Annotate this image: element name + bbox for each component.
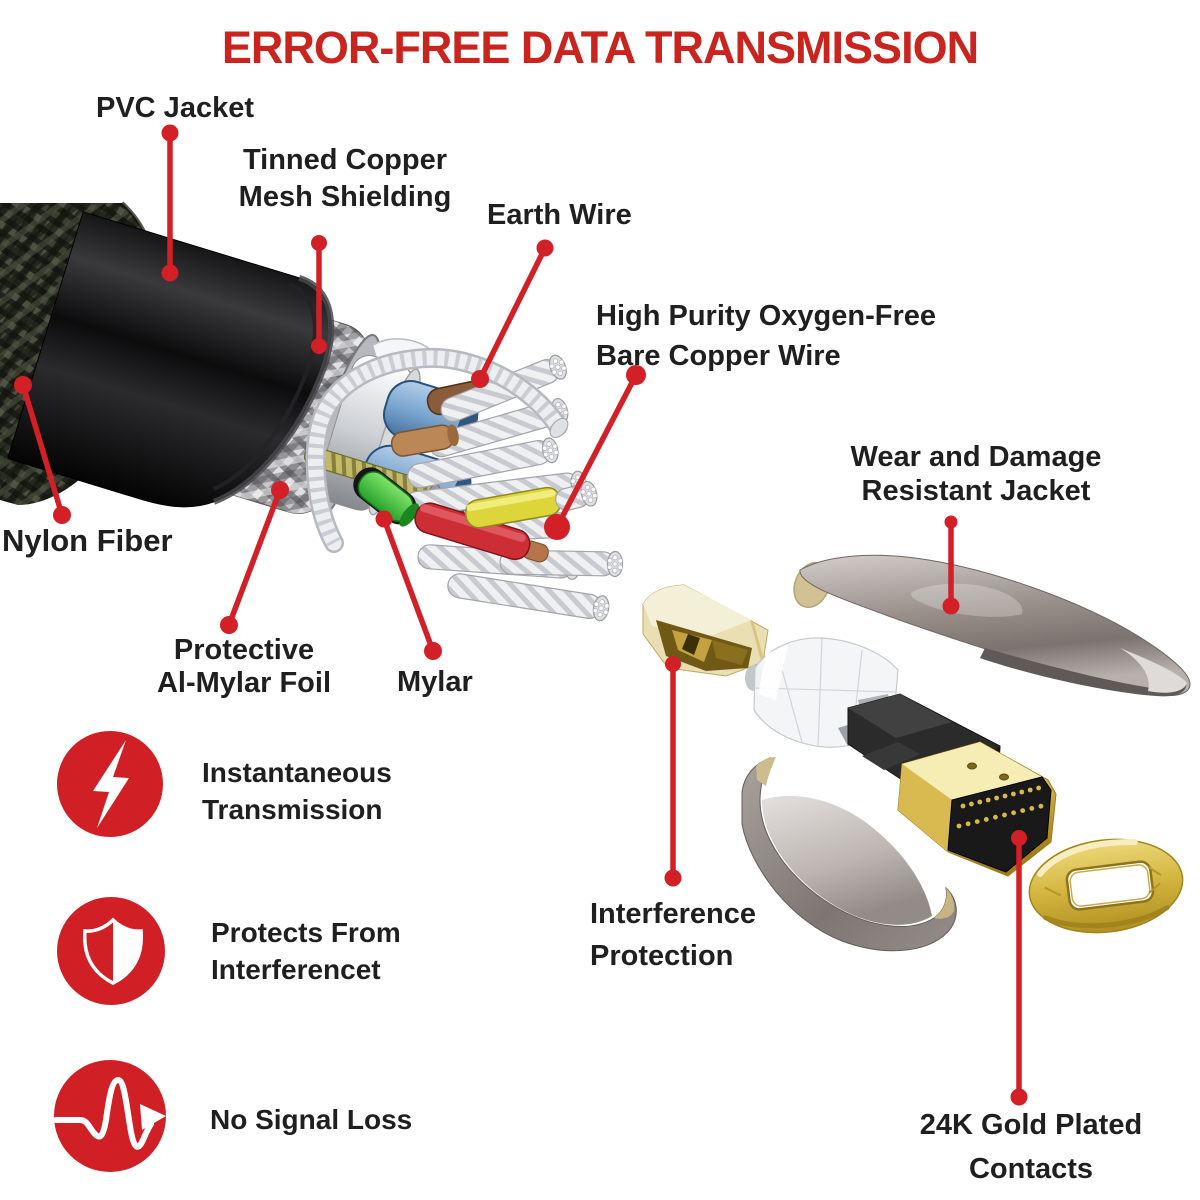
gold-pins [956,785,1044,829]
callout-label-earth-wire: Earth Wire [487,199,632,231]
feature-no-signal-loss: No Signal Loss [210,1104,413,1135]
feature-protects-from-interference: Protects From Interferencet [211,917,401,985]
callout-label-mylar: Mylar [397,666,473,698]
shield-icon [57,897,165,1005]
signal-wave-icon [53,1060,166,1172]
wire-bundle [305,347,624,623]
yellow-wire [464,486,562,529]
callout-label-resistant-jacket: Wear and Damage Resistant Jacket [850,441,1102,507]
pvc-jacket-layer [7,211,335,508]
gold-connector-cap [642,584,769,677]
tan-wire [390,424,459,457]
callout-label-bare-copper: High Purity Oxygen-Free Bare Copper Wire [596,300,937,372]
hdmi-bottom-shell [741,757,957,952]
gold-ring [1028,838,1184,934]
callout-label-pvc-jacket: PVC Jacket [96,92,254,124]
feature-instantaneous-transmission: Instantaneous Transmission [202,757,392,825]
callout-label-nylon-fiber: Nylon Fiber [2,523,173,558]
callout-label-mesh-shielding: Tinned Copper Mesh Shielding [238,144,452,213]
callout-label-gold-contacts: 24K Gold Plated Contacts [919,1109,1143,1185]
callout-label-al-mylar-foil: Protective Al-Mylar Foil [156,634,331,699]
page-title: ERROR-FREE DATA TRANSMISSION [221,22,979,73]
lightning-icon [57,731,163,837]
callout-label-interference-protection: Interference Protection [590,898,757,972]
hdmi-top-shell [793,554,1191,697]
earth-wire-strand [305,347,569,553]
callout-lines [14,124,1028,1106]
hdmi-gold-plug [897,741,1057,877]
green-mylar-wire [353,467,420,527]
